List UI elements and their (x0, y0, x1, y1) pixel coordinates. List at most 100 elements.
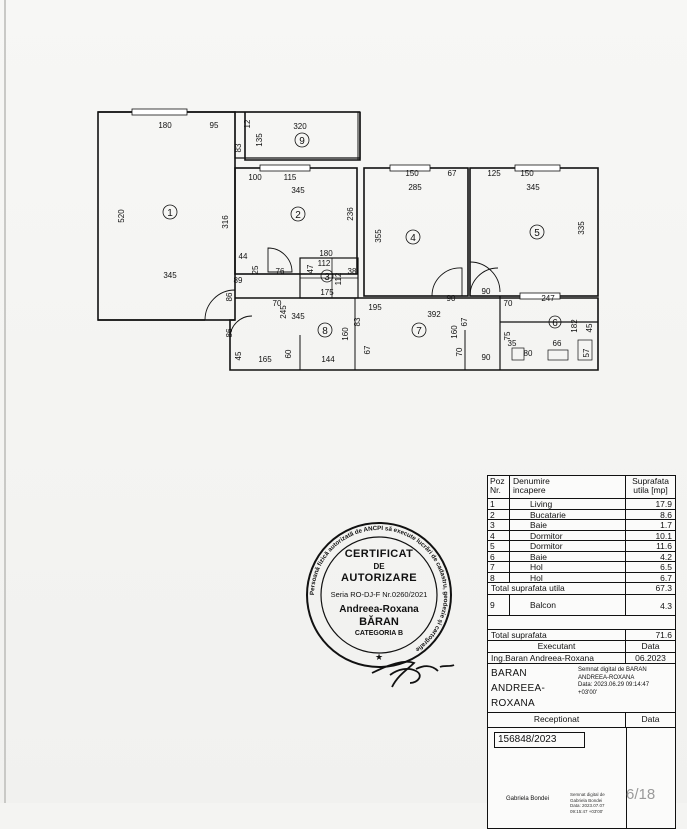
receptionat-date-label: Data (641, 714, 660, 724)
dim-label: 316 (221, 215, 230, 229)
executant-name: Ing.Baran Andreea-Roxana (488, 652, 626, 663)
dim-label: 44 (239, 252, 248, 261)
digital-line: +03'00' (578, 689, 598, 696)
registration-number: 156848/2023 (494, 732, 585, 748)
dim-label: 335 (577, 221, 586, 235)
receptionat-header: Receptionat Data (488, 712, 675, 727)
balcony-name: Balcon (510, 594, 626, 615)
total-row: Total suprafata 71.6 (488, 628, 675, 640)
room-nr: 4 (488, 530, 510, 540)
room-nr: 8 (488, 572, 510, 582)
table-spacer (488, 614, 675, 629)
executant-header: Executant Data (488, 640, 675, 652)
table-row: 4 Dormitor 10.1 (488, 529, 675, 541)
dim-label: 47 (306, 264, 315, 273)
room-nr: 5 (488, 541, 510, 551)
room-area: 6.7 (660, 572, 672, 583)
stamp-surname: BĂRAN (359, 616, 399, 628)
table-row: 1 Living 17.9 (488, 498, 675, 509)
dim-label: 520 (117, 209, 126, 223)
room-name: Dormitor (510, 541, 626, 551)
total-value: 71.6 (655, 629, 672, 640)
dim-label: 160 (450, 325, 459, 339)
dim-label: 320 (293, 122, 307, 131)
dim-label: 70 (455, 347, 464, 356)
dim-label: 115 (284, 173, 297, 182)
signer-line: BARAN (491, 668, 527, 679)
dim-label: 144 (321, 355, 335, 364)
stamp-line: CERTIFICAT (344, 548, 414, 560)
room-6-number: 6 (552, 318, 558, 329)
receptionat-body: 156848/2023 Gabriela Bondei Semnat digit… (488, 727, 675, 828)
room-nr: 3 (488, 520, 510, 530)
receiver-signature: Gabriela Bondei (506, 796, 550, 802)
total-usable-value: 67.3 (655, 583, 672, 593)
dim-label: 66 (553, 339, 562, 348)
digital-line: Semnat digital de BARAN (578, 667, 647, 673)
executant-label: Executant (488, 641, 626, 652)
dim-label: 180 (158, 121, 172, 130)
room-nr: 7 (488, 562, 510, 572)
dim-label: 67 (460, 317, 469, 326)
dim-label: 57 (582, 348, 591, 357)
floor-plan: 1 2 3 4 5 6 7 8 9 180 95 520 345 316 44 … (97, 108, 599, 371)
room-name: Dormitor (510, 530, 626, 540)
signer-line: ANDREEA- (491, 683, 546, 694)
balcony-nr: 9 (488, 594, 510, 615)
stamp-line: DE (373, 562, 385, 571)
room-area: 6.5 (660, 562, 672, 572)
table-row: 7 Hol 6.5 (488, 561, 675, 572)
dim-label: 90 (447, 294, 456, 303)
dim-label: 67 (448, 169, 457, 178)
dim-label: 83 (234, 143, 243, 152)
table-row: 2 Bucatarie 8.6 (488, 508, 675, 519)
handwritten-signature (371, 660, 455, 688)
room-8-number: 8 (322, 326, 328, 337)
header-name: Denumire incapere (510, 476, 626, 498)
dim-label: 165 (258, 355, 272, 364)
dim-label: 83 (353, 317, 362, 326)
dim-label: 285 (408, 183, 422, 192)
executant-date-label: Data (641, 641, 660, 651)
signer-line: ROXANA (491, 698, 536, 709)
page-number: 6/18 (626, 786, 656, 803)
dim-label: 60 (284, 349, 293, 358)
dim-label: 355 (374, 229, 383, 243)
stamp-name: Andreea-Roxana (339, 604, 419, 615)
room-name: Baie (510, 551, 626, 561)
dim-label: 195 (368, 303, 382, 312)
total-label: Total suprafata (488, 629, 626, 640)
svg-text:★: ★ (375, 652, 383, 662)
table-row: 3 Baie 1.7 (488, 519, 675, 530)
room-name: Bucatarie (510, 509, 626, 519)
room-area: 11.6 (656, 541, 672, 551)
room-1-number: 1 (167, 208, 173, 219)
receptionat-date-cell (627, 728, 675, 828)
dim-label: 392 (427, 310, 441, 319)
digital-signature-info: Semnat digital de BARAN ANDREEA-ROXANA D… (576, 664, 675, 712)
dim-label: 86 (225, 328, 234, 337)
room-nr: 2 (488, 509, 510, 519)
dim-label: 125 (487, 169, 501, 178)
dim-label: 135 (255, 133, 264, 147)
dim-label: 345 (526, 183, 540, 192)
balcony-area: 4.3 (660, 600, 672, 611)
room-area: 10.1 (655, 530, 672, 541)
balcony-row: 9 Balcon 4.3 (488, 593, 675, 615)
dim-label: 112 (334, 272, 343, 285)
room-nr: 6 (488, 551, 510, 561)
dim-label: 100 (248, 173, 262, 182)
page-edge (4, 0, 6, 803)
table-header: Poz Nr. Denumire incapere Suprafata util… (488, 476, 675, 498)
room-7-number: 7 (416, 326, 422, 337)
executant-row: Ing.Baran Andreea-Roxana 06.2023 (488, 651, 675, 663)
header-nr: Poz Nr. (488, 476, 510, 498)
dim-label: 25 (251, 265, 260, 274)
digital-line: ANDREEA-ROXANA (578, 674, 635, 681)
dim-label: 38 (348, 267, 357, 276)
room-name: Hol (510, 572, 626, 582)
dim-label: 180 (319, 249, 333, 258)
dim-label: 35 (508, 339, 517, 348)
dim-label: 89 (234, 276, 243, 285)
dim-label: 345 (291, 312, 305, 321)
